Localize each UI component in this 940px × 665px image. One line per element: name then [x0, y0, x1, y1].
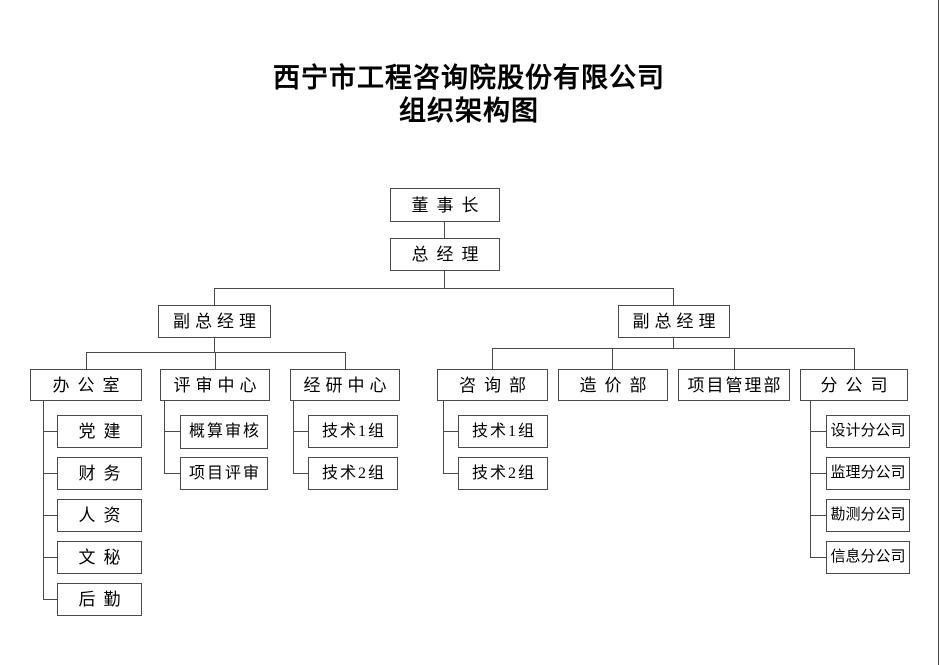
- connector: [443, 473, 458, 474]
- org-node-project-mgmt-dept: 项目管理部: [678, 369, 790, 401]
- connector: [443, 431, 458, 432]
- connector: [43, 473, 57, 474]
- org-node-estimate-audit: 概算审核: [180, 415, 268, 449]
- connector: [86, 352, 346, 353]
- page-title: 西宁市工程咨询院股份有限公司 组织架构图: [0, 62, 938, 128]
- connector: [86, 352, 87, 369]
- org-node-consulting-dept: 咨询部: [437, 369, 548, 401]
- org-node-deputy-gm-left: 副总经理: [158, 305, 271, 338]
- connector: [810, 515, 826, 516]
- connector: [214, 288, 674, 289]
- connector: [810, 401, 811, 558]
- org-node-secretarial: 文秘: [57, 541, 142, 574]
- connector: [673, 288, 674, 305]
- org-node-review-center: 评审中心: [160, 369, 270, 401]
- org-node-general-manager: 总经理: [390, 238, 500, 271]
- org-node-research-tech-group-2: 技术2组: [308, 457, 398, 490]
- connector: [810, 431, 826, 432]
- org-node-office: 办公室: [30, 369, 142, 401]
- connector: [214, 338, 215, 352]
- connector: [164, 401, 165, 474]
- org-node-party-building: 党建: [57, 415, 142, 448]
- connector: [43, 557, 57, 558]
- connector: [214, 288, 215, 305]
- org-node-cost-dept: 造价部: [558, 369, 668, 401]
- connector: [293, 473, 308, 474]
- org-node-deputy-gm-right: 副总经理: [618, 305, 730, 338]
- connector: [444, 222, 445, 238]
- org-node-project-review: 项目评审: [180, 457, 268, 490]
- connector: [810, 557, 826, 558]
- connector: [810, 473, 826, 474]
- connector: [43, 401, 44, 600]
- connector: [293, 401, 294, 474]
- org-node-survey-branch: 勘测分公司: [826, 499, 910, 532]
- page-edge-line: [938, 0, 939, 665]
- org-node-chairman: 董事长: [390, 188, 500, 222]
- org-node-supervision-branch: 监理分公司: [826, 457, 910, 490]
- org-node-finance: 财务: [57, 457, 142, 490]
- title-line-2: 组织架构图: [399, 96, 539, 126]
- org-node-consulting-tech-group-2: 技术2组: [458, 457, 548, 490]
- connector: [443, 401, 444, 474]
- connector: [164, 431, 180, 432]
- org-node-branch-companies: 分公司: [800, 369, 908, 401]
- org-node-design-branch: 设计分公司: [826, 415, 910, 448]
- org-node-research-tech-group-1: 技术1组: [308, 415, 398, 448]
- connector: [164, 473, 180, 474]
- connector: [43, 599, 57, 600]
- connector: [444, 271, 445, 288]
- org-node-research-center: 经研中心: [290, 369, 400, 401]
- connector: [215, 352, 216, 369]
- connector: [293, 431, 308, 432]
- org-node-human-resources: 人资: [57, 499, 142, 532]
- connector: [492, 348, 855, 349]
- org-node-consulting-tech-group-1: 技术1组: [458, 415, 548, 448]
- org-node-info-branch: 信息分公司: [826, 541, 910, 574]
- connector: [43, 515, 57, 516]
- connector: [734, 348, 735, 369]
- connector: [43, 431, 57, 432]
- connector: [854, 348, 855, 369]
- connector: [492, 348, 493, 369]
- org-node-logistics: 后勤: [57, 583, 142, 616]
- title-line-1: 西宁市工程咨询院股份有限公司: [273, 63, 665, 93]
- connector: [345, 352, 346, 369]
- connector: [612, 348, 613, 369]
- connector: [673, 338, 674, 348]
